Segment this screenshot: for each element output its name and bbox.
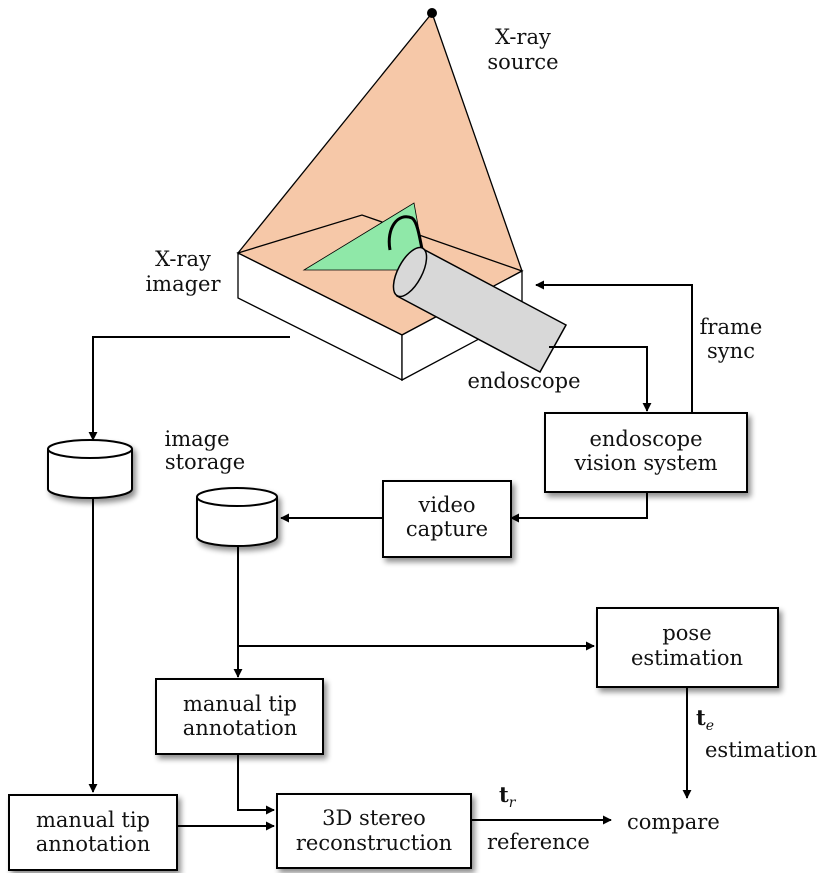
pose-estimation-box: [596, 607, 779, 688]
arrow-manual-tip-center-to-stereo: [237, 754, 275, 815]
cone-edge-right: [431, 12, 523, 272]
t-e-caption: estimation: [705, 738, 817, 762]
t-e-subscript: e: [706, 718, 714, 734]
t-r-subscript: r: [509, 795, 517, 811]
xray-imager-label-1: X-ray: [155, 247, 211, 271]
stereo-label-2: reconstruction: [296, 831, 452, 855]
video-capture-label-1: video: [417, 493, 475, 517]
frame-sync-label-1: frame: [700, 315, 763, 339]
frame-sync-label-2: sync: [707, 339, 755, 363]
t-e-label: te: [696, 705, 714, 734]
t-e-symbol: t: [696, 705, 706, 730]
arrow-endoscope-to-vision: [549, 346, 652, 412]
video-capture-label-2: capture: [406, 517, 488, 541]
t-r-caption: reference: [487, 830, 590, 854]
manual-tip-center-label-1: manual tip: [183, 692, 297, 716]
vision-system-box: [544, 412, 748, 493]
image-storage-label-1: image: [164, 427, 229, 451]
xray-source-point: [427, 8, 437, 18]
manual-tip-left-box: [8, 794, 178, 871]
arrow-vision-to-capture: [510, 492, 648, 523]
vision-system-label-1: endoscope: [589, 427, 702, 451]
endoscope-icon: [392, 246, 568, 374]
stereo-label-1: 3D stereo: [322, 806, 426, 830]
t-r-label: tr: [499, 782, 517, 811]
manual-tip-left-label-1: manual tip: [36, 808, 150, 832]
video-capture-box: [382, 480, 512, 558]
image-storage-label-2: storage: [165, 450, 245, 474]
manual-tip-center-label-2: annotation: [183, 716, 298, 740]
arrow-imager-to-storage: [88, 336, 290, 441]
manual-tip-left-label-2: annotation: [36, 832, 151, 856]
vision-system-label-2: vision system: [573, 451, 717, 475]
pose-estimation-label-1: pose: [662, 621, 711, 645]
xray-source-label-1: X-ray: [495, 25, 551, 49]
endoscope-label: endoscope: [467, 369, 580, 393]
arrow-frame-sync: [535, 280, 693, 413]
video-storage-cylinder-icon: [196, 487, 278, 547]
compare-label: compare: [627, 810, 720, 834]
xray-cone: [238, 13, 522, 271]
t-r-symbol: t: [499, 782, 509, 807]
cone-edge-left: [237, 12, 433, 254]
pose-estimation-label-2: estimation: [631, 646, 743, 670]
image-storage-cylinder-icon: [47, 439, 133, 499]
xray-source-label-2: source: [487, 50, 558, 74]
manual-tip-center-box: [155, 678, 324, 755]
xray-imager-label-2: imager: [145, 272, 221, 296]
stereo-box: [276, 793, 472, 869]
